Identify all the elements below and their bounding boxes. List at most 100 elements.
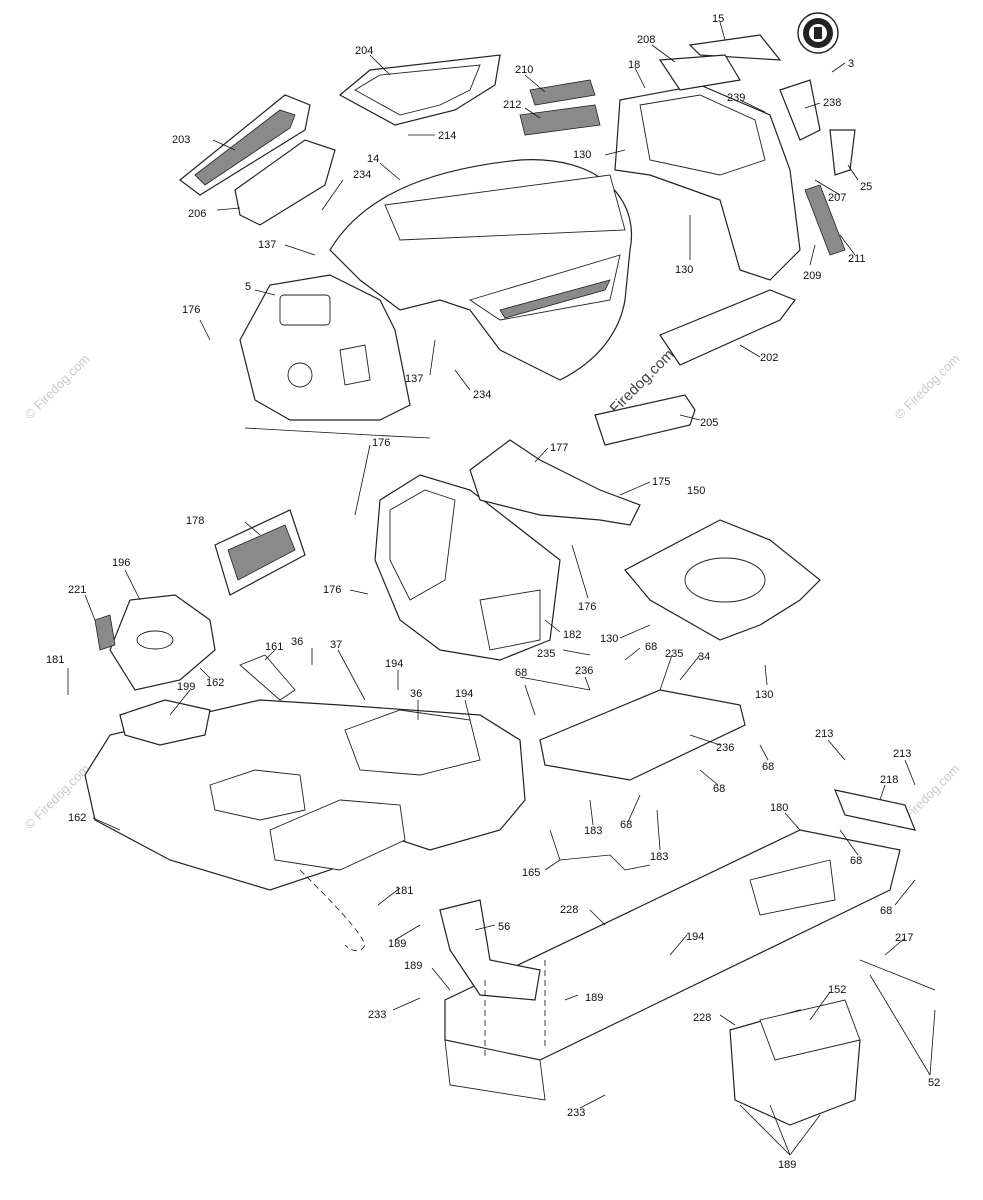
callout-199: 199 — [177, 681, 195, 693]
callout-202: 202 — [760, 352, 778, 364]
callout-178: 178 — [186, 515, 204, 527]
frame-rail-part — [444, 829, 901, 1101]
callout-37: 37 — [330, 639, 342, 651]
callout-18: 18 — [628, 59, 640, 71]
bracket-56-part — [439, 899, 541, 1001]
callout-176-mid: 176 — [372, 437, 390, 449]
callout-233-bottom: 233 — [567, 1107, 585, 1119]
callout-228-bottom: 228 — [693, 1012, 711, 1024]
hood-part — [329, 159, 632, 381]
callout-137-center: 137 — [405, 373, 423, 385]
callout-183-right: 183 — [650, 851, 668, 863]
leader-lines — [67, 21, 936, 1156]
callout-206: 206 — [188, 208, 206, 220]
callout-130-lower-left: 130 — [600, 633, 618, 645]
callout-137-left: 137 — [258, 239, 276, 251]
callout-15: 15 — [712, 13, 724, 25]
callout-130-mid: 130 — [675, 264, 693, 276]
callout-36-right: 36 — [410, 688, 422, 700]
callout-5: 5 — [245, 281, 251, 293]
callout-labels: 204 210 212 214 203 206 234 14 137 5 176… — [46, 13, 940, 1171]
callout-233-left: 233 — [368, 1009, 386, 1021]
callout-228-top: 228 — [560, 904, 578, 916]
footrest-part — [624, 519, 821, 641]
callout-213-left: 213 — [815, 728, 833, 740]
callout-189-right: 189 — [585, 992, 603, 1004]
callout-152: 152 — [828, 984, 846, 996]
brand-logo-badge — [797, 12, 839, 54]
callout-208: 208 — [637, 34, 655, 46]
callout-176-left: 176 — [182, 304, 200, 316]
callout-175: 175 — [652, 476, 670, 488]
front-bumper-part — [614, 84, 801, 281]
callout-130-lower-right: 130 — [755, 689, 773, 701]
hood-insert-part — [338, 54, 501, 126]
handle-161-part — [239, 654, 296, 701]
callout-165: 165 — [522, 867, 540, 879]
callout-25: 25 — [860, 181, 872, 193]
callout-238: 238 — [823, 97, 841, 109]
callout-162-lower: 162 — [68, 812, 86, 824]
callout-34: 34 — [698, 651, 710, 663]
callout-196: 196 — [112, 557, 130, 569]
callout-194-frame: 194 — [686, 931, 704, 943]
callout-203: 203 — [172, 134, 190, 146]
callout-213-right: 213 — [893, 748, 911, 760]
callout-218: 218 — [880, 774, 898, 786]
tray-199-part — [119, 699, 211, 746]
callout-210: 210 — [515, 64, 533, 76]
callout-211: 211 — [848, 253, 866, 265]
watermark-right-top: © Firedog.com — [892, 351, 963, 422]
callout-194-right: 194 — [455, 688, 473, 700]
watermark-left-top: © Firedog.com — [22, 351, 93, 422]
callout-235-right: 235 — [665, 648, 683, 660]
callout-56: 56 — [498, 921, 510, 933]
callout-189-bottom: 189 — [778, 1159, 796, 1171]
callout-236-bottom: 236 — [716, 742, 734, 754]
callout-207: 207 — [828, 192, 846, 204]
callout-68-right: 68 — [762, 761, 774, 773]
callout-181-left: 181 — [46, 654, 64, 666]
callout-162-upper: 162 — [206, 677, 224, 689]
callout-3: 3 — [848, 58, 854, 70]
callout-150: 150 — [687, 485, 705, 497]
seat-pod-part — [94, 594, 216, 691]
callout-214: 214 — [438, 130, 456, 142]
callout-68-top: 68 — [645, 641, 657, 653]
bracket-175-part — [469, 439, 641, 526]
callout-212: 212 — [503, 99, 521, 111]
callout-14: 14 — [367, 153, 379, 165]
callout-68-bottom: 68 — [620, 819, 632, 831]
main-body-part — [84, 699, 526, 952]
callout-176-lower-left: 176 — [323, 584, 341, 596]
callout-161: 161 — [265, 641, 283, 653]
dash-panel-part — [239, 274, 411, 421]
vent-plate-part — [214, 509, 306, 596]
callout-189-mid: 189 — [404, 960, 422, 972]
callout-234-top: 234 — [353, 169, 371, 181]
callout-235-left: 235 — [537, 648, 555, 660]
callout-180: 180 — [770, 802, 788, 814]
callout-204: 204 — [355, 45, 373, 57]
grille-part — [179, 94, 311, 196]
callout-194-left: 194 — [385, 658, 403, 670]
rod-217-part — [859, 959, 936, 991]
callout-189-upper: 189 — [388, 938, 406, 950]
callout-68-left: 68 — [515, 667, 527, 679]
bracket-218-part — [834, 789, 916, 831]
mounting-plate-part — [539, 689, 746, 781]
rear-fender-part — [374, 474, 561, 661]
rod-165-part — [549, 829, 651, 871]
callout-217: 217 — [895, 932, 913, 944]
callout-130-top: 130 — [573, 149, 591, 161]
callout-52: 52 — [928, 1077, 940, 1089]
callout-183-left: 183 — [584, 825, 602, 837]
battery-tray-part — [729, 999, 861, 1126]
callout-68-frame-right: 68 — [880, 905, 892, 917]
bracket-205-part — [594, 394, 696, 446]
callout-209: 209 — [803, 270, 821, 282]
callout-205: 205 — [700, 417, 718, 429]
callout-221: 221 — [68, 584, 86, 596]
callout-182: 182 — [563, 629, 581, 641]
